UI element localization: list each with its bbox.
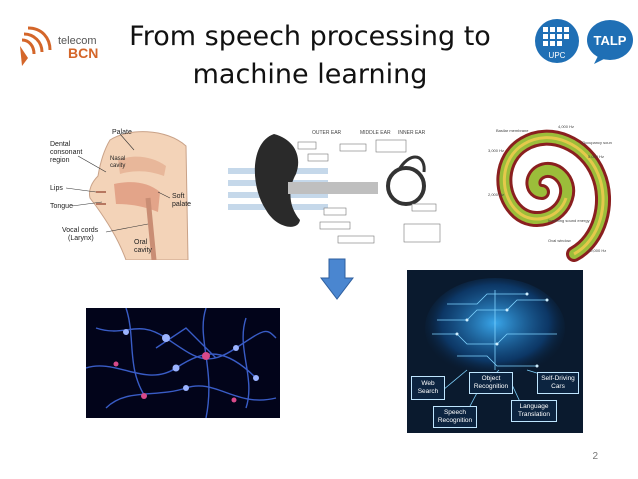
neurons-image xyxy=(86,308,280,418)
svg-text:Incoming sound energy: Incoming sound energy xyxy=(548,218,590,223)
svg-text:4,000 Hz: 4,000 Hz xyxy=(558,124,574,129)
svg-text:OUTER EAR: OUTER EAR xyxy=(312,130,342,136)
svg-text:Basilar membrane: Basilar membrane xyxy=(496,128,529,133)
ai-brain-image: Web Search Object Recognition Self-Drivi… xyxy=(407,270,583,433)
bcn-text: BCN xyxy=(68,45,98,61)
upc-text: UPC xyxy=(549,51,566,60)
title-line-2: machine learning xyxy=(192,59,428,90)
label-speech-recognition: Speech Recognition xyxy=(433,406,477,428)
label-self-driving: Self-Driving Cars xyxy=(537,372,579,394)
page-number: 2 xyxy=(592,451,598,462)
svg-text:Oval window: Oval window xyxy=(548,238,571,243)
down-arrow-icon xyxy=(320,258,354,300)
ear-anatomy-diagram: OUTER EAR MIDDLE EAR INNER EAR xyxy=(228,128,450,248)
svg-text:MIDDLE EAR: MIDDLE EAR xyxy=(360,130,391,136)
label-tongue: Tongue xyxy=(50,203,73,210)
label-palate: Palate xyxy=(112,129,132,136)
talp-text: TALP xyxy=(594,33,627,48)
title-line-1: From speech processing to xyxy=(129,21,491,52)
talp-logo: TALP xyxy=(587,20,633,64)
cochlea-diagram: Basilar membrane 4,000 Hz Occupancy sound … xyxy=(488,122,612,262)
svg-text:2,000 Hz: 2,000 Hz xyxy=(488,192,504,197)
svg-text:5,000 Hz: 5,000 Hz xyxy=(588,154,604,159)
label-object-recognition: Object Recognition xyxy=(469,372,513,394)
slide-title: From speech processing to machine learni… xyxy=(100,18,520,94)
label-language-translation: Language Translation xyxy=(511,400,557,422)
brain-circuit-graphic xyxy=(425,278,565,409)
svg-text:20,000 Hz: 20,000 Hz xyxy=(588,248,606,253)
telecom-bcn-logo: telecom BCN xyxy=(20,26,98,66)
svg-text:INNER EAR: INNER EAR xyxy=(398,130,426,136)
svg-text:Occupancy sound energy: Occupancy sound energy xyxy=(582,140,612,145)
upc-logo: UPC xyxy=(535,19,579,63)
label-vocal-cords: Vocal cords(Larynx) xyxy=(62,227,99,242)
label-web-search: Web Search xyxy=(411,376,445,400)
svg-text:3,000 Hz: 3,000 Hz xyxy=(488,148,504,153)
label-lips: Lips xyxy=(50,185,63,192)
telecom-text: telecom xyxy=(58,35,97,47)
